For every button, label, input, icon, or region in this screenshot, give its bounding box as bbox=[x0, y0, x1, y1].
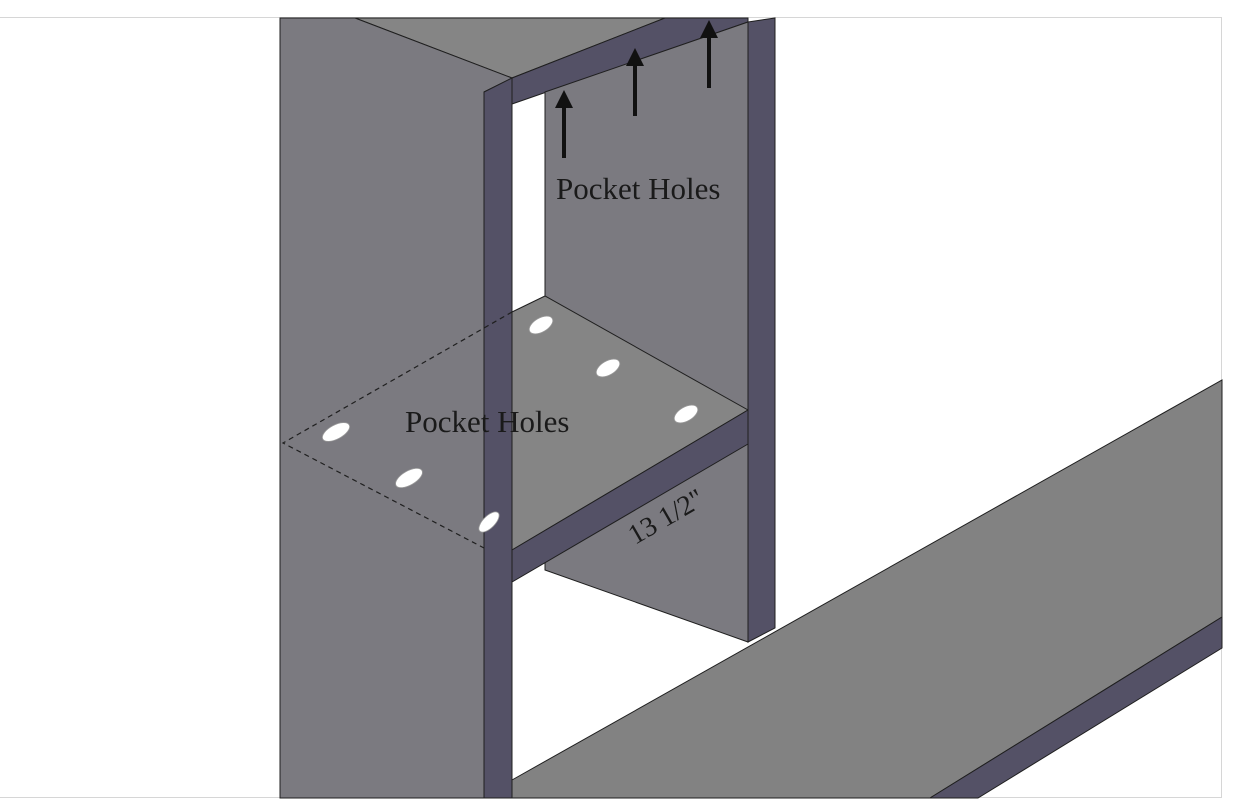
bottom-board-front-edge bbox=[928, 616, 1223, 799]
pocket-holes bbox=[321, 315, 699, 533]
arrow-up-icon bbox=[626, 48, 644, 116]
right-side-panel bbox=[747, 17, 776, 643]
up-arrows bbox=[555, 20, 718, 158]
hidden-shelf-outline bbox=[281, 311, 513, 549]
pocket-holes-label-lower: Pocket Holes bbox=[405, 404, 569, 439]
pocket-hole bbox=[321, 422, 351, 442]
pocket-hole bbox=[673, 404, 699, 424]
pocket-hole bbox=[478, 511, 500, 533]
pocket-holes-label-upper: Pocket Holes bbox=[556, 171, 720, 206]
left-side-panel-front-edge bbox=[483, 77, 513, 799]
pocket-hole bbox=[395, 467, 423, 489]
arrow-up-icon bbox=[555, 90, 573, 158]
pocket-hole bbox=[595, 358, 621, 378]
right-side-panel-front-edge bbox=[747, 17, 776, 643]
arrow-up-icon bbox=[700, 20, 718, 88]
pocket-hole bbox=[528, 315, 554, 335]
left-side-panel bbox=[279, 17, 514, 799]
